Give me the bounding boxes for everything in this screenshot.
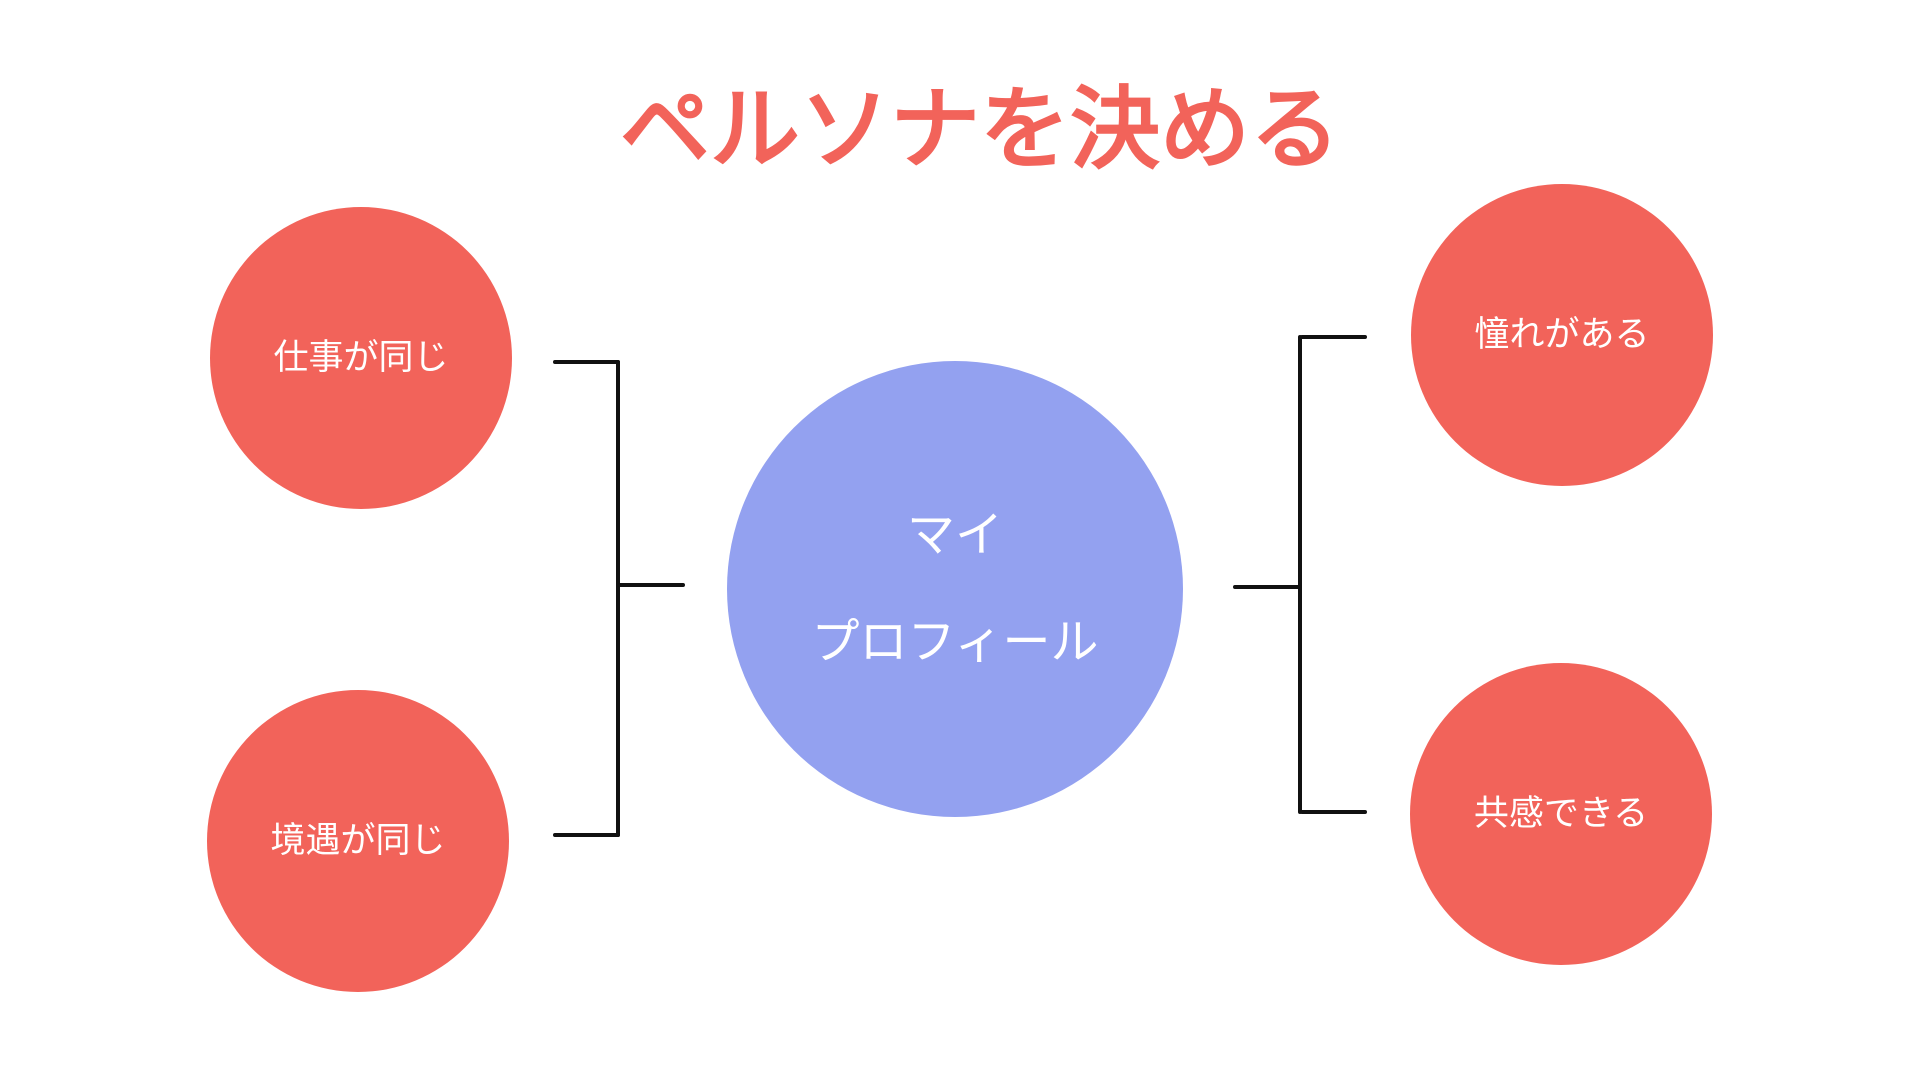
node-same-circumstances-label: 境遇が同じ [270, 821, 446, 860]
right-bracket-vertical-line [1298, 335, 1302, 814]
node-admiration-label: 憧れがある [1474, 315, 1650, 354]
node-same-circumstances: 境遇が同じ [207, 690, 509, 992]
page-title: ペルソナを決める [620, 80, 1340, 180]
node-admiration: 憧れがある [1411, 184, 1713, 486]
right-bracket-middle-tick [1233, 585, 1300, 589]
right-bracket-bottom-line [1300, 810, 1367, 814]
node-same-job-label: 仕事が同じ [273, 338, 449, 377]
left-bracket-top-line [553, 360, 620, 364]
node-empathy: 共感できる [1410, 663, 1712, 965]
node-empathy-label: 共感できる [1473, 794, 1649, 833]
node-my-profile-label-line1: マイ [906, 509, 1003, 562]
node-same-job: 仕事が同じ [210, 207, 512, 509]
node-my-profile-label-line2: プロフィール [811, 616, 1099, 669]
left-bracket-vertical-line [616, 360, 620, 837]
right-bracket-top-line [1300, 335, 1367, 339]
left-bracket-middle-tick [618, 583, 685, 587]
left-bracket-bottom-line [553, 833, 620, 837]
node-my-profile: マイ プロフィール [727, 361, 1183, 817]
